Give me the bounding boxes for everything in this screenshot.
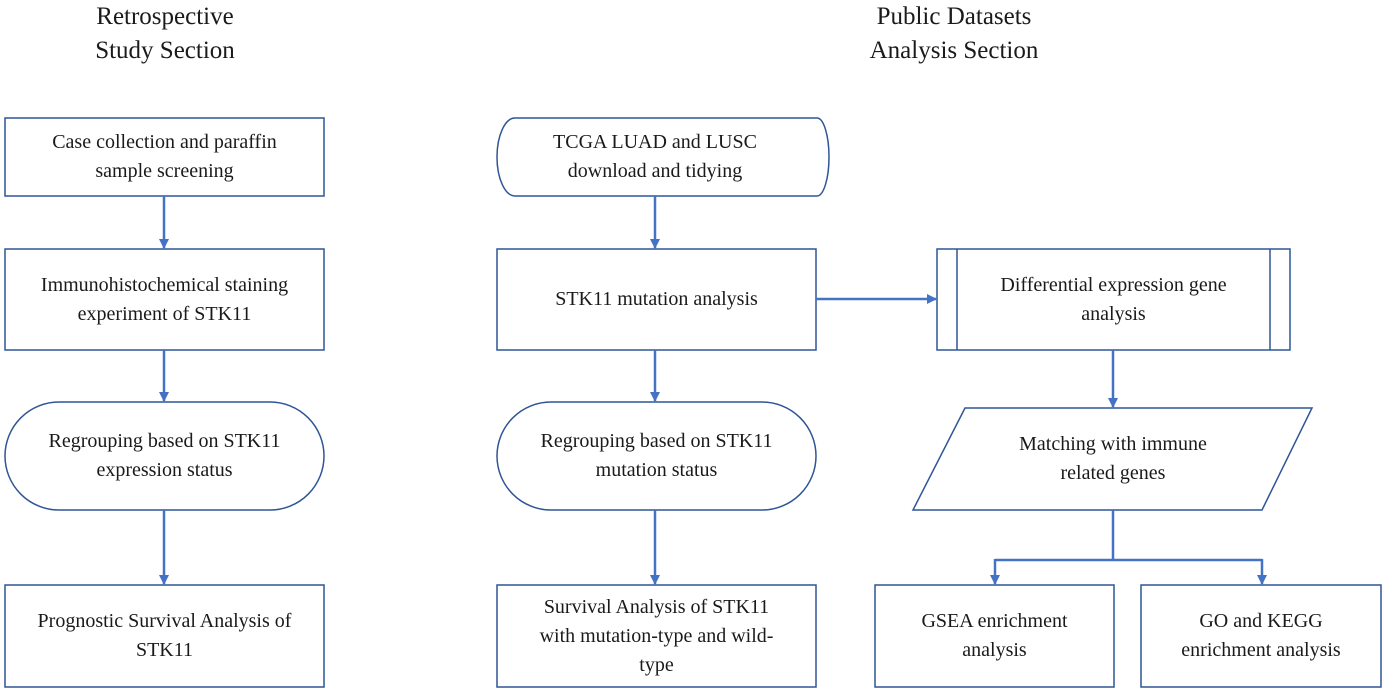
node-ihc-staining: Immunohistochemical staining experiment … (5, 249, 324, 350)
node-label-line: enrichment analysis (1181, 639, 1341, 661)
node-tcga-download: TCGA LUAD and LUSC download and tidying (500, 118, 810, 196)
node-label-line: download and tidying (567, 160, 743, 182)
survival-mutation-box (496, 584, 817, 688)
node-label-line: Regrouping based on STK11 (540, 430, 773, 452)
node-label-line: type (639, 653, 674, 676)
node-label-line: Immunohistochemical staining (40, 273, 289, 296)
node-case-collection: Case collection and paraffin sample scre… (5, 118, 324, 196)
node-label-line: STK11 mutation analysis (555, 288, 758, 310)
node-label-line: analysis (962, 639, 1027, 661)
node-label-line: Differential expression gene (1000, 273, 1227, 296)
node-label-line: sample screening (95, 160, 234, 182)
node-label-line: TCGA LUAD and LUSC (553, 131, 757, 153)
node-stk11-mutation: STK11 mutation analysis (497, 249, 816, 350)
go-kegg-box (1140, 584, 1382, 688)
right-section-header: Public Datasets Analysis Section (754, 0, 1154, 68)
left-section-header: Retrospective Study Section (0, 0, 330, 68)
regroup-mutation-box (496, 401, 817, 511)
tcga-download-box (496, 117, 830, 197)
node-immune-matching: Matching with immune related genes (963, 408, 1263, 510)
node-survival-mutation: Survival Analysis of STK11 with mutation… (497, 585, 816, 687)
node-label-line: related genes (1060, 462, 1166, 484)
node-label-line: GO and KEGG (1199, 610, 1323, 632)
node-label-line: STK11 (135, 639, 194, 661)
node-label-line: GSEA enrichment (921, 610, 1068, 632)
stk11-mutation-box (496, 248, 817, 351)
connector-immune-branch (995, 510, 1262, 562)
left-header-line-2: Study Section (95, 37, 235, 64)
differential-expression-box (936, 248, 1291, 351)
node-prognostic-survival: Prognostic Survival Analysis of STK11 (5, 585, 324, 687)
node-label-line: with mutation-type and wild- (539, 624, 774, 647)
node-regroup-mutation: Regrouping based on STK11 mutation statu… (497, 402, 816, 510)
node-label-line: mutation status (595, 459, 718, 481)
node-label-line: Prognostic Survival Analysis of (37, 610, 292, 632)
node-label-line: Case collection and paraffin (52, 131, 277, 153)
prognostic-survival-box (4, 584, 325, 688)
node-label-line: expression status (96, 459, 233, 481)
node-gsea: GSEA enrichment analysis (875, 585, 1114, 687)
node-label-line: Matching with immune (1019, 433, 1207, 455)
node-label-line: experiment of STK11 (77, 302, 252, 325)
gsea-box (874, 584, 1115, 688)
ihc-staining-box (4, 248, 325, 351)
node-label-line: Survival Analysis of STK11 (543, 595, 770, 618)
node-label-line: Regrouping based on STK11 (48, 430, 281, 452)
node-regroup-expression: Regrouping based on STK11 expression sta… (5, 402, 324, 510)
node-go-kegg: GO and KEGG enrichment analysis (1141, 585, 1381, 687)
node-differential-expression: Differential expression gene analysis (957, 249, 1270, 350)
right-header-line-2: Analysis Section (869, 37, 1039, 64)
left-header-line-1: Retrospective (96, 3, 234, 30)
right-header-line-1: Public Datasets (876, 3, 1032, 30)
case-collection-box (4, 117, 325, 197)
node-label-line: analysis (1081, 302, 1146, 325)
immune-matching-box (911, 407, 1314, 511)
